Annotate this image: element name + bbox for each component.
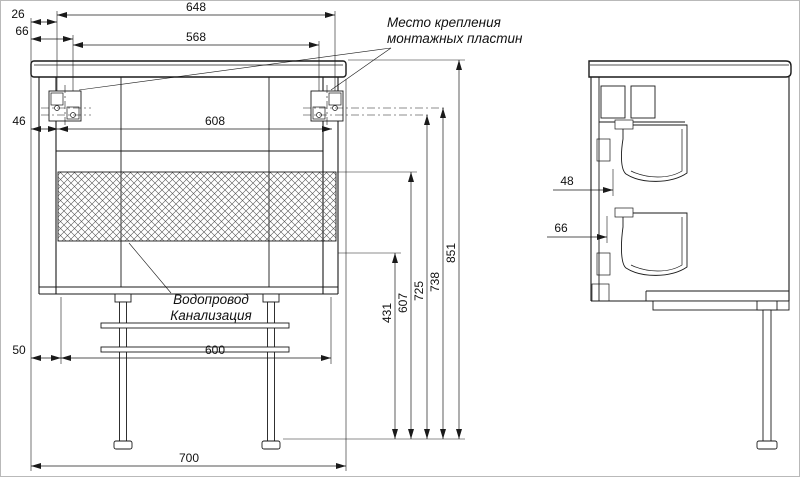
dim-851-label: 851 [444, 243, 458, 263]
front-view: 648 26 66 568 46 608 50 600 700 431 607 … [11, 1, 523, 471]
dim-66-side-label: 66 [554, 221, 568, 235]
dim-700-label: 700 [179, 451, 199, 465]
frame-bars [100, 322, 290, 353]
dim-738-label: 738 [428, 272, 442, 292]
mounting-annotation-line2: монтажных пластин [387, 31, 523, 46]
plumbing-leader [128, 242, 172, 294]
wall-rails [591, 138, 611, 302]
dim-50-label: 50 [12, 343, 26, 357]
plumbing-annotation-line2: Канализация [170, 308, 251, 323]
dim-608-label: 608 [205, 114, 225, 128]
dim-48-label: 48 [560, 174, 574, 188]
side-view: 48 66 [547, 60, 792, 450]
mounting-leader-right [330, 47, 392, 91]
mounting-plate-right [310, 85, 344, 127]
mounting-annotation: Место крепления монтажных пластин [78, 15, 523, 91]
dim-431-label: 431 [380, 303, 394, 323]
side-countertop [588, 60, 792, 78]
dim-66-label: 66 [15, 24, 29, 38]
back-panel-hatch-area [57, 171, 337, 242]
drawer-lower [614, 207, 688, 276]
mounting-annotation-line1: Место крепления [387, 15, 501, 30]
plumbing-annotation: Водопровод Канализация [128, 242, 252, 323]
side-dimensions: 48 66 [547, 169, 614, 243]
dim-648-label: 648 [186, 1, 206, 14]
leg-right [261, 293, 281, 450]
drawer-upper [614, 119, 688, 182]
dim-600-label: 600 [205, 343, 225, 357]
side-cabinet-body [590, 77, 790, 311]
leg-left [113, 293, 133, 450]
plumbing-annotation-line1: Водопровод [173, 292, 249, 307]
dim-607-label: 607 [396, 293, 410, 313]
side-mounting-bracket [599, 85, 685, 123]
dim-568-label: 568 [186, 30, 206, 44]
dim-26-label: 26 [11, 7, 25, 21]
dim-46-label: 46 [12, 114, 26, 128]
dim-725-label: 725 [412, 281, 426, 301]
extension-lines [30, 11, 465, 471]
dimension-labels: 648 26 66 568 46 608 50 600 700 431 607 … [11, 1, 458, 465]
side-leg [756, 300, 778, 450]
countertop [30, 60, 347, 78]
mounting-plate-left [41, 85, 91, 127]
mounting-leader-left [78, 47, 392, 91]
dimension-lines [31, 12, 462, 469]
